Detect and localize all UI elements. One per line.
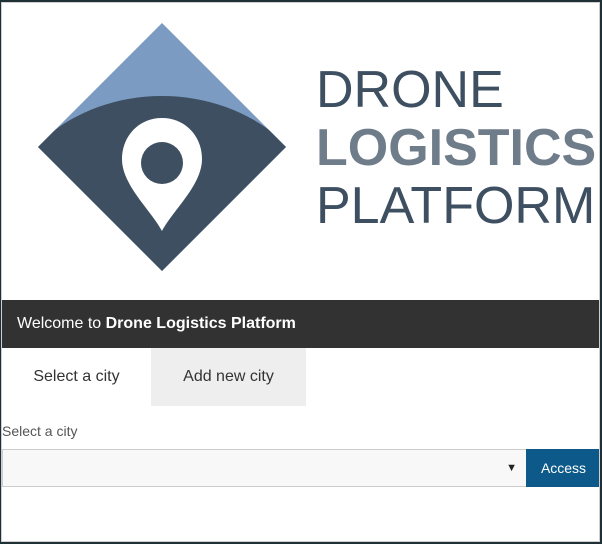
logo-line-drone: DRONE (316, 61, 504, 119)
tab-select-city[interactable]: Select a city (2, 348, 151, 406)
welcome-app-name: Drone Logistics Platform (105, 315, 296, 332)
select-city-label: Select a city (2, 423, 78, 439)
tab-bar: Select a city Add new city (2, 348, 599, 406)
caret-down-icon: ▼ (506, 462, 517, 474)
map-pin-icon (122, 118, 202, 231)
logo-line-platform: PLATFORM (316, 177, 596, 235)
logo-line-logistics: LOGISTICS (316, 119, 597, 177)
tab-add-new-city[interactable]: Add new city (151, 348, 306, 406)
logo-wordmark: DRONE LOGISTICS PLATFORM (316, 61, 596, 235)
welcome-prefix: Welcome to (17, 315, 106, 332)
access-button[interactable]: Access (526, 449, 599, 487)
logo: DRONE LOGISTICS PLATFORM (2, 3, 599, 300)
city-select[interactable]: ▼ (2, 449, 527, 487)
welcome-header: Welcome to Drone Logistics Platform (2, 300, 599, 348)
logo-diamond-icon (38, 23, 286, 271)
